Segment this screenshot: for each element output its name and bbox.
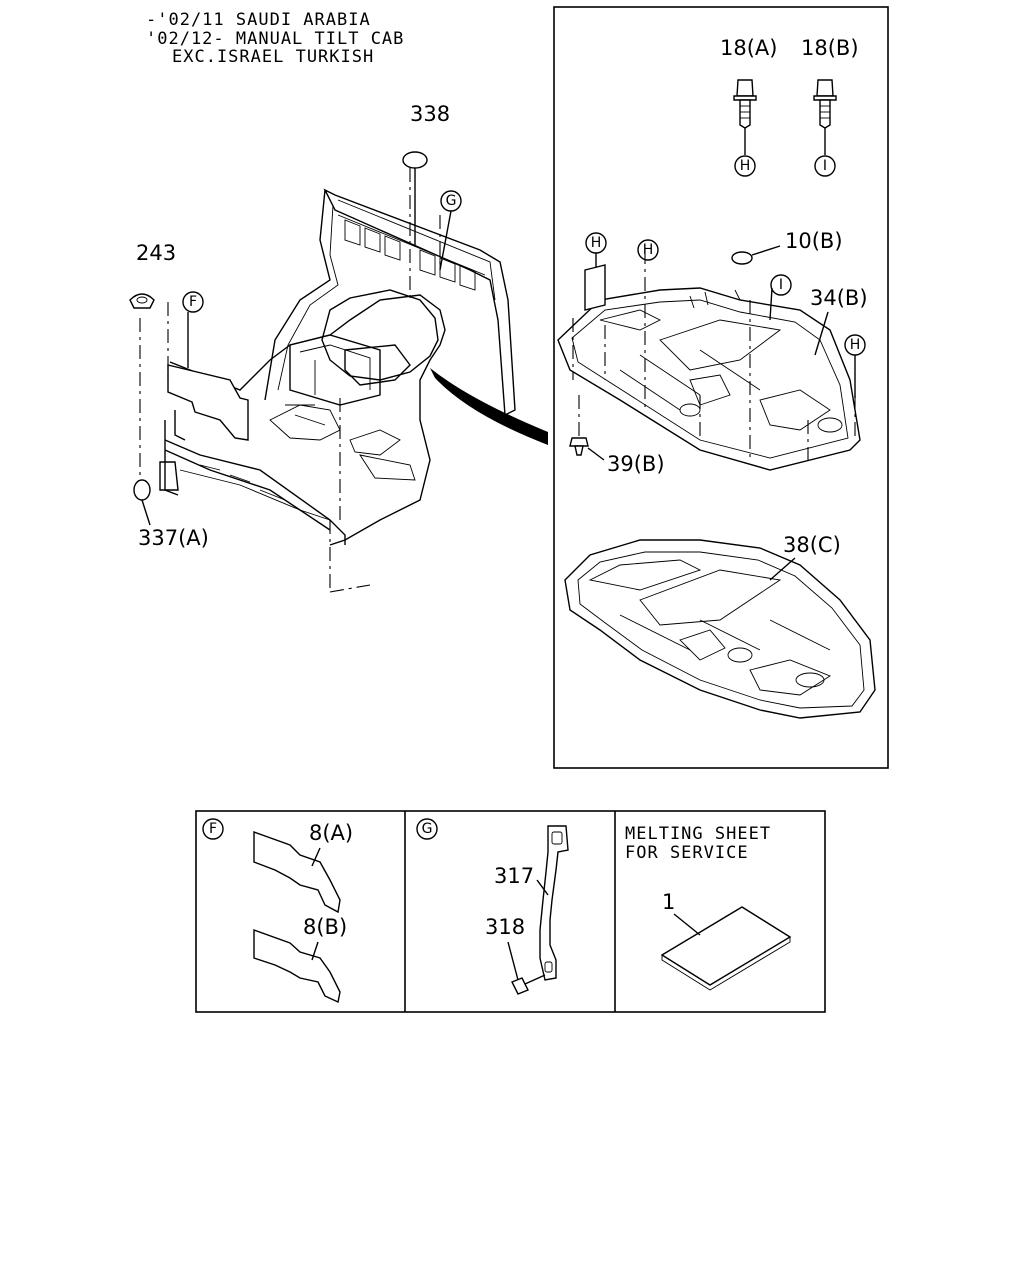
- label-10b: 10(B): [785, 229, 843, 253]
- ref-f-label: F: [189, 294, 197, 310]
- panel-g: G 317 318: [416, 818, 569, 995]
- bolt-18a-ref: H: [740, 158, 751, 174]
- mat-ref-h-1: H: [591, 235, 602, 251]
- label-8b: 8(B): [303, 915, 347, 939]
- mat-ref-i: I: [779, 277, 783, 293]
- bolt-18a: H: [733, 79, 757, 177]
- sheet-title-1: MELTING SHEET: [625, 824, 771, 844]
- bracket-317: [539, 825, 569, 981]
- melting-sheet-1: [660, 906, 792, 986]
- panel-melting-sheet: MELTING SHEET FOR SERVICE 1: [625, 824, 792, 991]
- bolt-18b: I: [813, 79, 837, 177]
- insulator-f: [167, 364, 249, 441]
- label-39b: 39(B): [607, 452, 665, 476]
- insulator-8a: [253, 831, 341, 914]
- label-338: 338: [410, 102, 450, 126]
- screw-318: [511, 974, 546, 995]
- plug-338: [402, 151, 428, 169]
- header-line-1: -'02/11 SAUDI ARABIA: [146, 10, 371, 30]
- header-line-2: '02/12- MANUAL TILT CAB: [146, 29, 404, 49]
- applicability-header: -'02/11 SAUDI ARABIA '02/12- MANUAL TILT…: [146, 10, 404, 67]
- bolt-18b-ref: I: [823, 158, 827, 174]
- sheet-title-2: FOR SERVICE: [625, 843, 749, 863]
- label-38c: 38(C): [783, 533, 841, 557]
- plug-337a: [133, 479, 151, 501]
- ref-circle-f: [182, 291, 204, 313]
- detail-box: 18(A) 18(B) H I 10(B): [553, 6, 889, 769]
- label-34b: 34(B): [810, 286, 868, 310]
- label-18b: 18(B): [801, 36, 859, 60]
- cab-floor-view: [139, 168, 548, 593]
- insulator-8b: [253, 929, 341, 1004]
- grommet-243: [129, 293, 155, 309]
- clip-39b: [569, 395, 589, 456]
- mat-ref-h-3: H: [850, 337, 861, 353]
- main-callouts: 338 G 243 F 337(A): [129, 102, 462, 550]
- panel-f-ref: F: [209, 821, 217, 837]
- label-243: 243: [136, 241, 176, 265]
- panel-g-ref: G: [422, 821, 433, 837]
- label-337a: 337(A): [138, 526, 209, 550]
- label-18a: 18(A): [720, 36, 777, 60]
- mat-ref-h-2: H: [643, 242, 654, 258]
- floor-mat-34b: [557, 287, 861, 471]
- label-8a: 8(A): [309, 821, 353, 845]
- mat-ref-callouts: H H I H: [584, 232, 866, 398]
- ref-g-label: G: [446, 193, 457, 209]
- header-line-3: EXC.ISRAEL TURKISH: [172, 47, 374, 67]
- floor-mat-38c: [564, 539, 876, 719]
- plug-10b: [731, 251, 753, 265]
- panel-f: F 8(A) 8(B): [202, 818, 353, 1004]
- label-1: 1: [662, 890, 675, 914]
- label-317: 317: [494, 864, 534, 888]
- label-318: 318: [485, 915, 525, 939]
- legend-row: F 8(A) 8(B) G 317 318 MELT: [195, 810, 826, 1013]
